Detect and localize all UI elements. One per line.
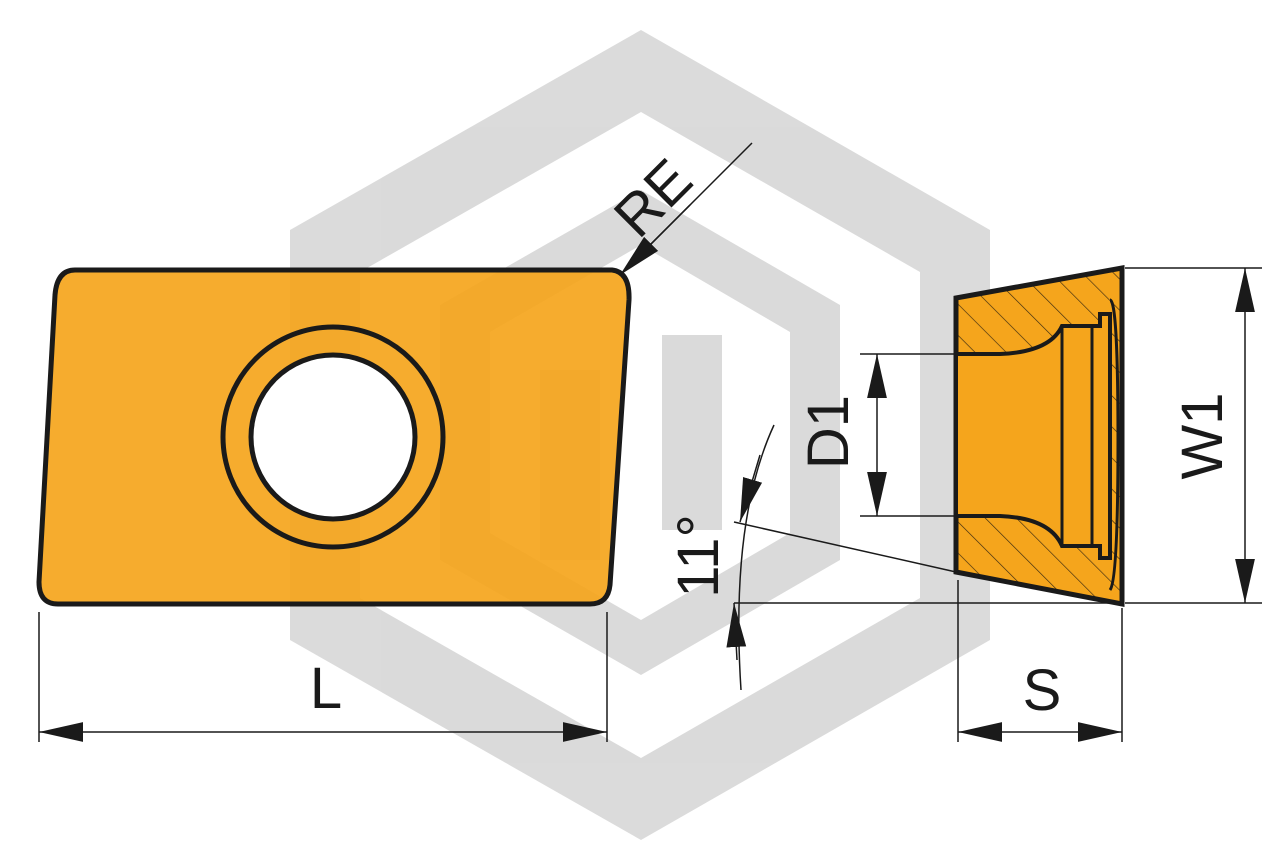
s-dimension: S — [957, 580, 1123, 742]
insert-side-view — [953, 265, 1125, 608]
insert-top-view — [36, 267, 632, 607]
w1-dimension: W1 — [1125, 267, 1262, 604]
l-dimension: L — [38, 612, 608, 742]
label-d1: D1 — [796, 395, 861, 469]
label-angle: 11° — [666, 514, 731, 597]
label-w1: W1 — [1170, 393, 1235, 480]
label-s: S — [1023, 658, 1062, 723]
label-l: L — [310, 656, 342, 721]
side-hole-section — [954, 312, 1112, 560]
angle-dimension: 11° — [666, 424, 1122, 691]
screw-hole — [248, 352, 418, 522]
screw-hole-countersink — [220, 324, 446, 550]
d1-dimension: D1 — [796, 353, 956, 517]
